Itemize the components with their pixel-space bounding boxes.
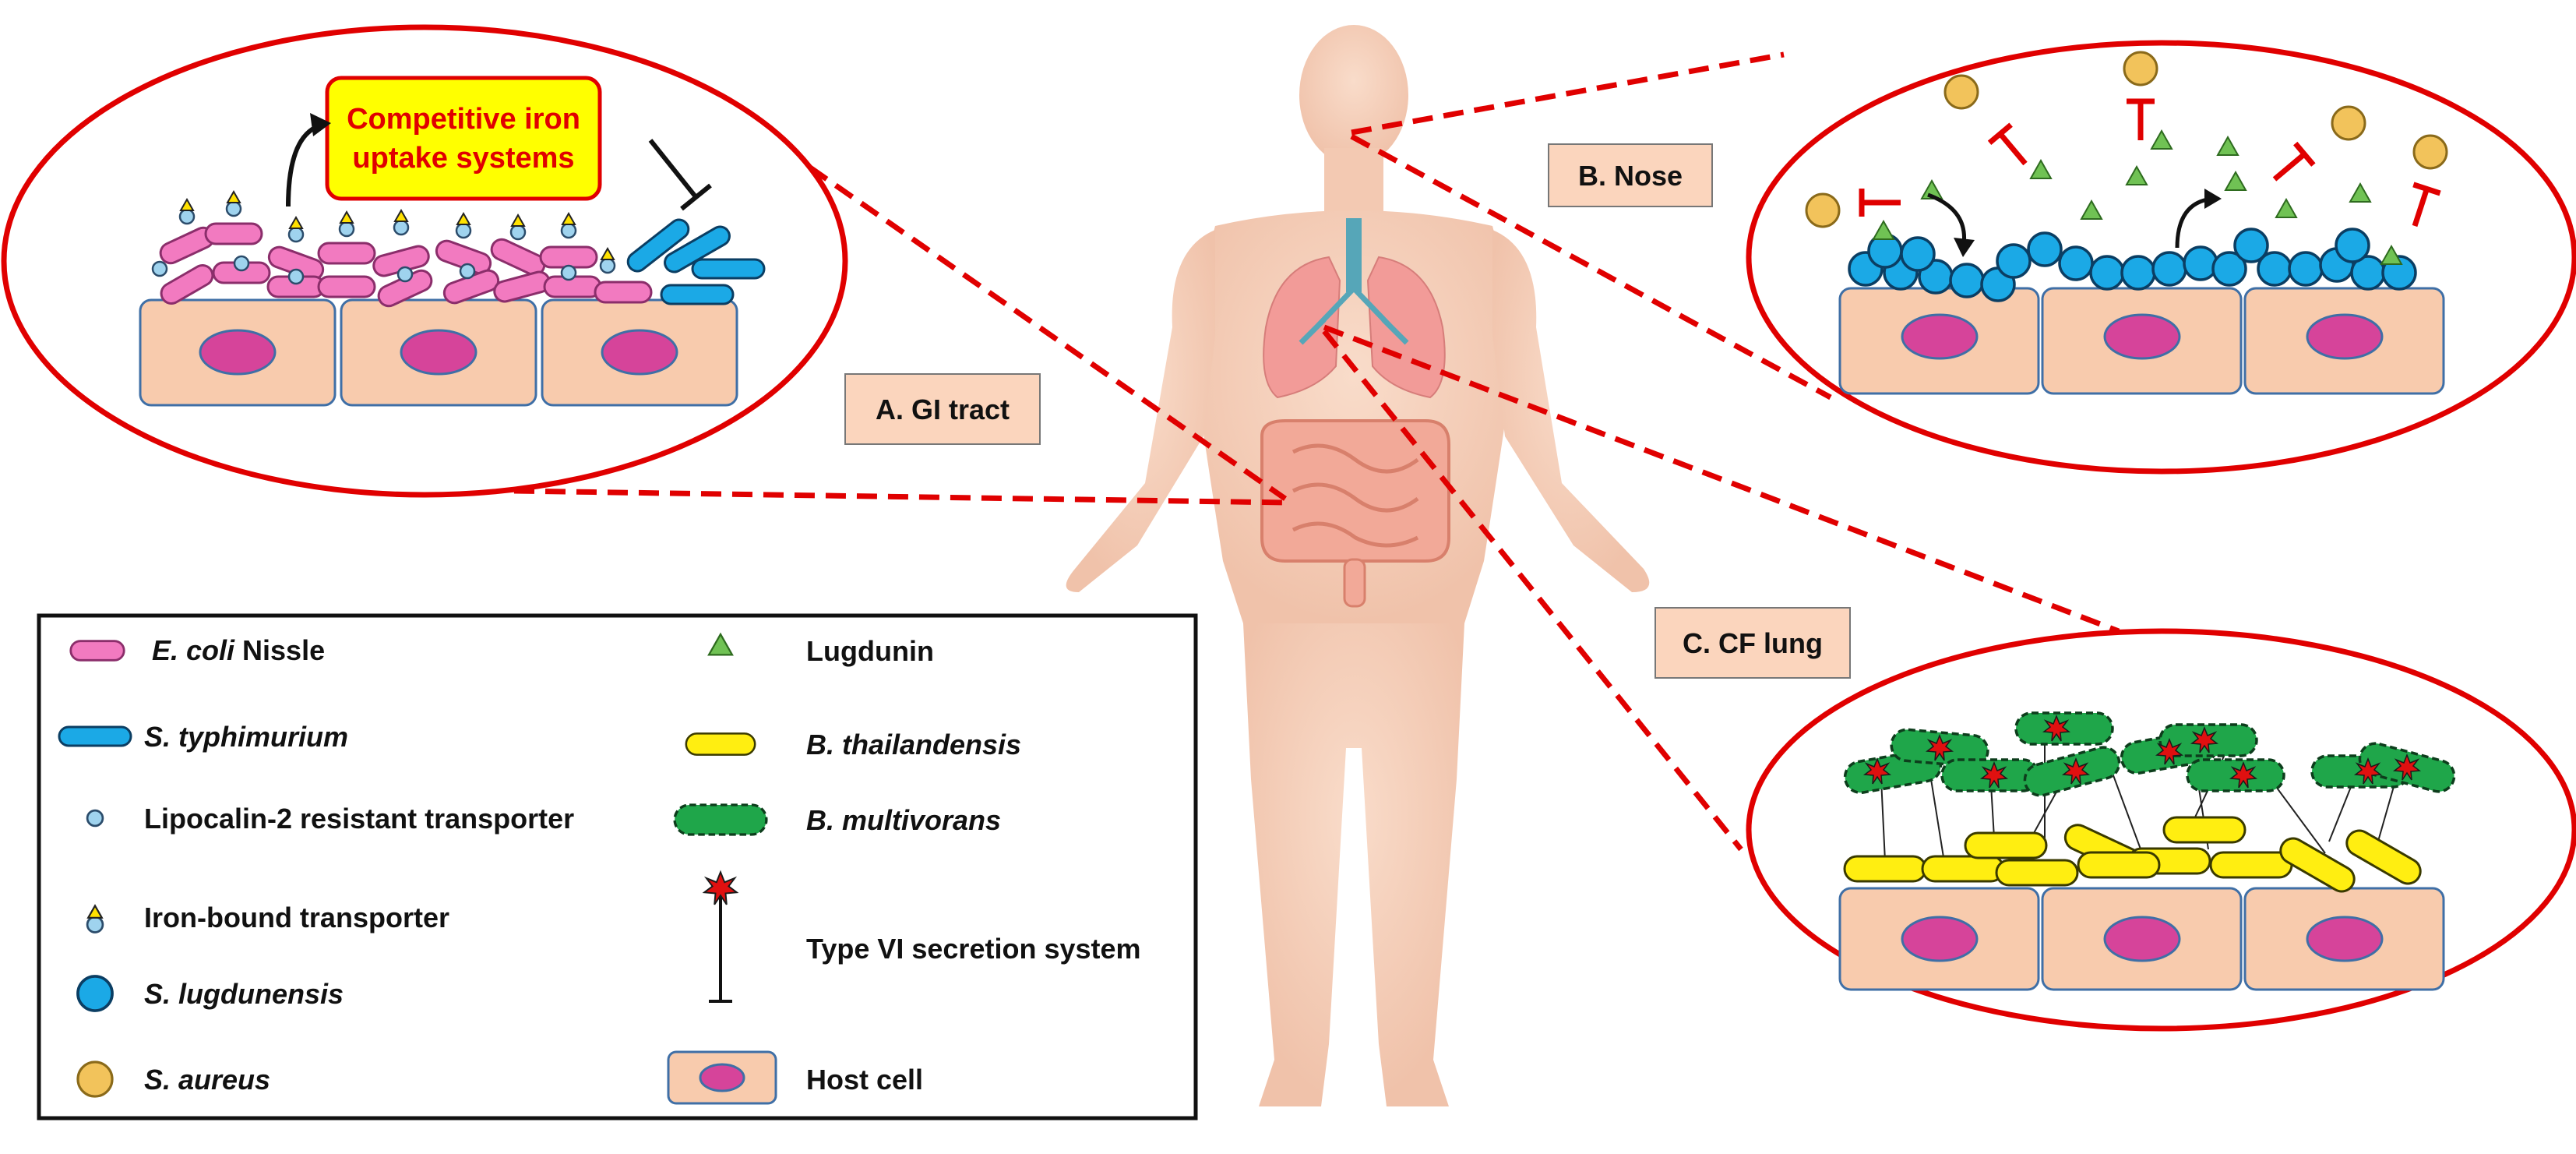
svg-text:A. GI tract: A. GI tract — [876, 393, 1010, 425]
callout-line-2: uptake systems — [352, 142, 574, 175]
aureus-coccus-icon — [76, 1060, 114, 1098]
ecoli-nissle-rod-icon — [69, 640, 125, 662]
callout-inhibition-line — [648, 139, 700, 200]
intestines-organ — [1260, 419, 1450, 608]
svg-text:C. CF lung: C. CF lung — [1683, 627, 1823, 659]
thailandensis-rod-icon — [685, 732, 756, 756]
panel-nose — [1746, 40, 2576, 475]
t6ss-icon — [703, 871, 738, 1003]
panel-gi-tract: Competitive iron uptake systems — [1, 24, 848, 498]
lung-host-cells — [1838, 887, 2445, 991]
multivorans-rod-icon — [673, 803, 768, 836]
legend-label-t6ss: Type VI secretion system — [806, 933, 1141, 965]
svg-text:B. Nose: B. Nose — [1578, 160, 1683, 192]
legend-label-lugdunin: Lugdunin — [806, 635, 934, 667]
legend-box: E. coli Nissle S. typhimurium Lipocalin-… — [37, 613, 1198, 1120]
panel-cf-lung — [1746, 628, 2576, 1032]
legend-label-thailandensis: B. thailandensis — [806, 729, 1021, 761]
label-nose: B. Nose — [1548, 143, 1713, 207]
gi-host-cells — [139, 298, 738, 407]
legend-label-lugdunensis: S. lugdunensis — [144, 978, 344, 1010]
legend-label-multivorans: B. multivorans — [806, 804, 1001, 836]
lugdunensis-coccus-icon — [76, 975, 114, 1012]
lungs-organ — [1263, 218, 1446, 399]
legend-label-ecoli: E. coli Nissle — [152, 634, 325, 666]
typhimurium-rod-icon — [58, 725, 132, 747]
legend-label-host-cell: Host cell — [806, 1064, 923, 1096]
legend-label-typhimurium: S. typhimurium — [144, 721, 348, 753]
legend-label-iron-bound: Iron-bound transporter — [144, 902, 449, 933]
dashed-connectors — [513, 51, 2120, 852]
label-gi-tract: A. GI tract — [844, 373, 1041, 445]
legend-label-aureus: S. aureus — [144, 1064, 270, 1096]
callout-line-1: Competitive iron — [347, 103, 580, 136]
transporter-dot-icon — [86, 809, 104, 828]
nose-host-cells — [1838, 287, 2445, 395]
label-cf-lung: C. CF lung — [1654, 607, 1851, 679]
iron-uptake-callout-box — [325, 76, 602, 201]
legend-label-lipocalin: Lipocalin-2 resistant transporter — [144, 803, 574, 835]
host-cell-icon — [667, 1050, 777, 1105]
